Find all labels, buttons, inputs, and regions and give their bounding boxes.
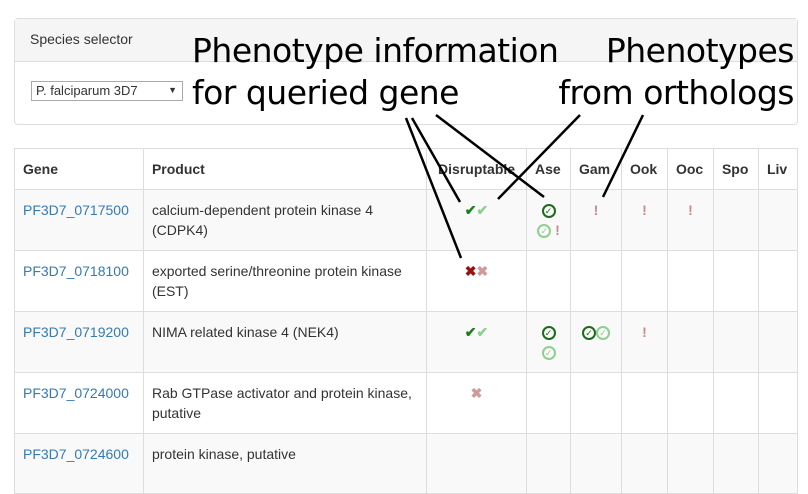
- product: calcium-dependent protein kinase 4 (CDPK…: [142, 189, 428, 251]
- circle-check-icon: ✓: [581, 326, 596, 341]
- table-row: PF3D7_0724000 Rab GTPase activator and p…: [14, 372, 799, 434]
- circle-check-icon: ✓: [541, 204, 556, 219]
- product: exported serine/threonine protein kinase…: [142, 250, 428, 312]
- header-ooc: Ooc: [666, 148, 714, 190]
- species-select-value: P. falciparum 3D7: [36, 83, 138, 98]
- header-spo: Spo: [712, 148, 759, 190]
- species-select[interactable]: P. falciparum 3D7 ▼: [31, 81, 183, 101]
- annotation-text: from orthologs: [558, 73, 794, 112]
- header-ook: Ook: [620, 148, 668, 190]
- exclamation-icon: !: [688, 202, 693, 218]
- gene-link[interactable]: PF3D7_0717500: [23, 202, 129, 218]
- table-header: Gene Product Disruptable Ase Gam Ook Ooc…: [14, 148, 799, 190]
- annotation-text: Phenotype information: [192, 31, 559, 70]
- exclamation-icon: !: [593, 202, 599, 218]
- exclamation-icon: !: [555, 222, 560, 238]
- gene-link[interactable]: PF3D7_0724600: [23, 446, 129, 462]
- header-ase: Ase: [526, 148, 571, 190]
- circle-check-light-icon: ✓: [537, 224, 552, 239]
- panel-title: Species selector: [15, 19, 797, 62]
- cross-light-icon: ✖: [476, 263, 489, 279]
- gene-link[interactable]: PF3D7_0718100: [23, 263, 129, 279]
- header-liv: Liv: [757, 148, 799, 190]
- cross-light-icon: ✖: [470, 385, 483, 401]
- product: NIMA related kinase 4 (NEK4): [142, 311, 428, 373]
- header-product: Product: [142, 148, 428, 190]
- check-icon: ✔: [464, 324, 477, 340]
- table-row: PF3D7_0717500 calcium-dependent protein …: [14, 189, 799, 251]
- circle-check-light-icon: ✓: [541, 346, 556, 361]
- product: protein kinase, putative: [142, 433, 428, 494]
- circle-check-icon: ✓: [541, 326, 556, 341]
- check-light-icon: ✔: [476, 202, 489, 218]
- annotation-text: Phenotypes: [605, 31, 795, 70]
- table-row: PF3D7_0719200 NIMA related kinase 4 (NEK…: [14, 311, 799, 373]
- annotation-queried-gene: Phenotype information for queried gene: [192, 30, 559, 114]
- table-row: PF3D7_0718100 exported serine/threonine …: [14, 250, 799, 312]
- annotation-text: for queried gene: [192, 73, 459, 112]
- gene-link[interactable]: PF3D7_0724000: [23, 385, 129, 401]
- table-row: PF3D7_0724600 protein kinase, putative: [14, 433, 799, 494]
- exclamation-icon: !: [642, 202, 647, 218]
- species-selector-panel: Species selector P. falciparum 3D7 ▼: [14, 18, 798, 125]
- exclamation-icon: !: [642, 324, 647, 340]
- gene-link[interactable]: PF3D7_0719200: [23, 324, 129, 340]
- cross-icon: ✖: [464, 263, 477, 279]
- header-gene: Gene: [14, 148, 144, 190]
- annotation-orthologs: Phenotypes from orthologs: [558, 30, 794, 114]
- product: Rab GTPase activator and protein kinase,…: [142, 372, 428, 434]
- dropdown-arrow-icon: ▼: [168, 85, 177, 95]
- check-light-icon: ✔: [476, 324, 489, 340]
- check-icon: ✔: [464, 202, 477, 218]
- circle-check-light-icon: ✓: [595, 326, 610, 341]
- header-disruptable: Disruptable: [426, 148, 528, 190]
- gene-table: Gene Product Disruptable Ase Gam Ook Ooc…: [14, 148, 799, 494]
- header-gam: Gam: [570, 148, 622, 190]
